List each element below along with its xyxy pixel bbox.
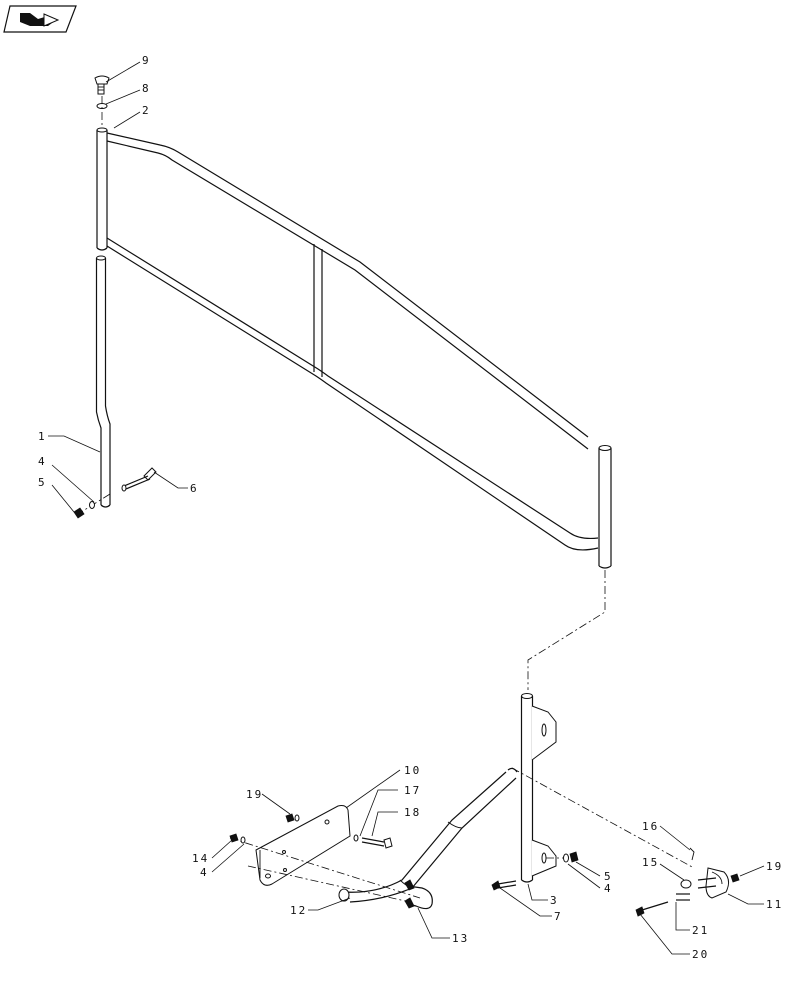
callout-4-plate: 4 [200,866,209,879]
callout-5-left: 5 [38,476,47,489]
callout-12: 12 [290,904,307,917]
lower-leg [95,255,111,508]
callout-4-left: 4 [38,455,47,468]
callout-7: 7 [554,910,563,923]
callout-1: 1 [38,430,47,443]
callout-11: 11 [766,898,783,911]
step-tube [338,767,518,903]
callout-15: 15 [642,856,659,869]
callout-20: 20 [692,948,709,961]
leader-lines [48,61,765,955]
callout-18: 18 [404,806,421,819]
callout-10: 10 [404,764,421,777]
callout-21: 21 [692,924,709,937]
upper-post [96,127,108,251]
callout-13: 13 [452,932,469,945]
mounting-plate [255,805,351,886]
callout-17: 17 [404,784,421,797]
callout-16: 16 [642,820,659,833]
callout-2: 2 [142,104,151,117]
handrail-assembly [95,127,612,569]
left-fasteners [73,467,157,519]
lower-post [491,693,579,891]
callout-4-right: 4 [604,882,613,895]
u-bolt [404,879,433,910]
callout-6: 6 [190,482,199,495]
callout-14: 14 [192,852,209,865]
callout-3: 3 [550,894,559,907]
callout-19-right: 19 [766,860,783,873]
callout-5-right: 5 [604,870,613,883]
hinge-assembly [635,847,740,917]
callout-9: 9 [142,54,151,67]
bolt-9 [94,75,110,95]
plate-fasteners [229,813,393,849]
book-arrow-icon[interactable] [3,5,77,33]
callout-8: 8 [142,82,151,95]
callout-19-left: 19 [246,788,263,801]
